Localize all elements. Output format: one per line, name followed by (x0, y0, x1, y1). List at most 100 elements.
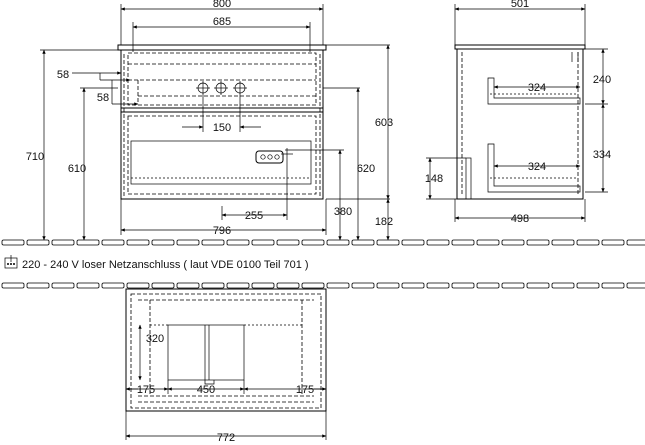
dim-772: 772 (217, 432, 235, 444)
dim-334: 334 (593, 149, 611, 161)
floor-segment (176, 282, 200, 289)
floor-segment (426, 282, 450, 289)
dim-240: 240 (593, 74, 611, 86)
front-view: 800 685 58 58 710 610 150 603 620 380 18… (26, 0, 393, 241)
floor-segment (476, 239, 500, 246)
dim-175-right: 175 (296, 384, 314, 396)
floor-segment (276, 239, 300, 246)
floor-segment (301, 282, 325, 289)
water-connection-right (233, 81, 247, 95)
power-socket-icon (4, 255, 18, 269)
floor-segment (251, 239, 275, 246)
floor-segment (251, 282, 275, 289)
floor-segment (326, 239, 350, 246)
floor-segment (226, 239, 250, 246)
floor-segment (126, 239, 150, 246)
floor-segment (476, 282, 500, 289)
floor-segment (1, 239, 25, 246)
floor-segment (601, 282, 625, 289)
dim-148: 148 (425, 173, 443, 185)
dim-603: 603 (375, 117, 393, 129)
dim-324-upper: 324 (528, 82, 546, 94)
side-upper-drawer (487, 77, 581, 105)
floor-segment (126, 282, 150, 289)
floor-segment (101, 282, 125, 289)
floor-segment (76, 239, 100, 246)
dim-620: 620 (357, 163, 375, 175)
power-note: 220 - 240 V loser Netzanschluss ( laut V… (4, 255, 309, 271)
front-upper-drawer-hidden (127, 52, 317, 106)
floor-segment (376, 239, 400, 246)
dim-150: 150 (213, 122, 231, 134)
floor-segment (276, 282, 300, 289)
floor-segment (551, 239, 575, 246)
water-connection-left (196, 81, 210, 95)
front-lower-drawer-hidden (127, 115, 317, 195)
dim-380: 380 (334, 206, 352, 218)
floor-segment (26, 282, 50, 289)
front-drawer-inner (130, 140, 312, 185)
plan-outer (125, 288, 327, 412)
floor-segment (151, 282, 175, 289)
front-top-board (117, 44, 327, 51)
dim-175-left: 175 (137, 384, 155, 396)
floor-segment (501, 282, 525, 289)
floor-segment (101, 239, 125, 246)
floor-segment (201, 282, 225, 289)
dim-58-bottom: 58 (97, 92, 109, 104)
water-connection-center (214, 81, 228, 95)
floor-segment (401, 282, 425, 289)
side-body (456, 48, 584, 200)
floor-segment (51, 282, 75, 289)
dim-800: 800 (213, 0, 231, 10)
floor-segment (526, 282, 550, 289)
floor-segment (626, 239, 645, 246)
floor-segment (451, 239, 475, 246)
side-pipe (465, 157, 472, 200)
dim-320: 320 (146, 333, 164, 345)
dim-324-lower: 324 (528, 161, 546, 173)
floor-segment (26, 239, 50, 246)
dim-710: 710 (26, 151, 44, 163)
floor-segment (501, 239, 525, 246)
side-view: 501 324 324 240 334 148 498 (425, 0, 611, 225)
plan-sink-cutout (167, 324, 245, 381)
power-note-text: 220 - 240 V loser Netzanschluss ( laut V… (22, 259, 309, 271)
floor-segment (576, 239, 600, 246)
floor-segment (201, 239, 225, 246)
floor-segment (401, 239, 425, 246)
floor-segment (376, 282, 400, 289)
floor-segment (576, 282, 600, 289)
floor-segment (51, 239, 75, 246)
floor-segment (76, 282, 100, 289)
dim-255: 255 (245, 210, 263, 222)
floor-segment (226, 282, 250, 289)
front-cabinet-body (120, 49, 324, 200)
dim-610: 610 (68, 163, 86, 175)
plan-view: 320 175 450 175 772 (125, 288, 327, 444)
floor-segment (601, 239, 625, 246)
floor-segment (626, 282, 645, 289)
dim-450: 450 (197, 384, 215, 396)
side-top-board (454, 44, 586, 50)
floor-segment (526, 239, 550, 246)
dim-182: 182 (375, 216, 393, 228)
floor-segment (426, 239, 450, 246)
side-lower-drawer (487, 143, 581, 193)
floor-segment (351, 239, 375, 246)
floor-segment (326, 282, 350, 289)
floor-segment (151, 239, 175, 246)
socket-outlet (255, 148, 293, 164)
floor-segment (176, 239, 200, 246)
floor-line-top (1, 239, 645, 246)
dim-501: 501 (511, 0, 529, 10)
floor-segment (451, 282, 475, 289)
floor-segment (1, 282, 25, 289)
floor-line-bottom (1, 282, 645, 289)
dim-685: 685 (213, 16, 231, 28)
floor-segment (351, 282, 375, 289)
floor-segment (551, 282, 575, 289)
dim-58-top: 58 (57, 69, 69, 81)
dim-796: 796 (213, 225, 231, 237)
